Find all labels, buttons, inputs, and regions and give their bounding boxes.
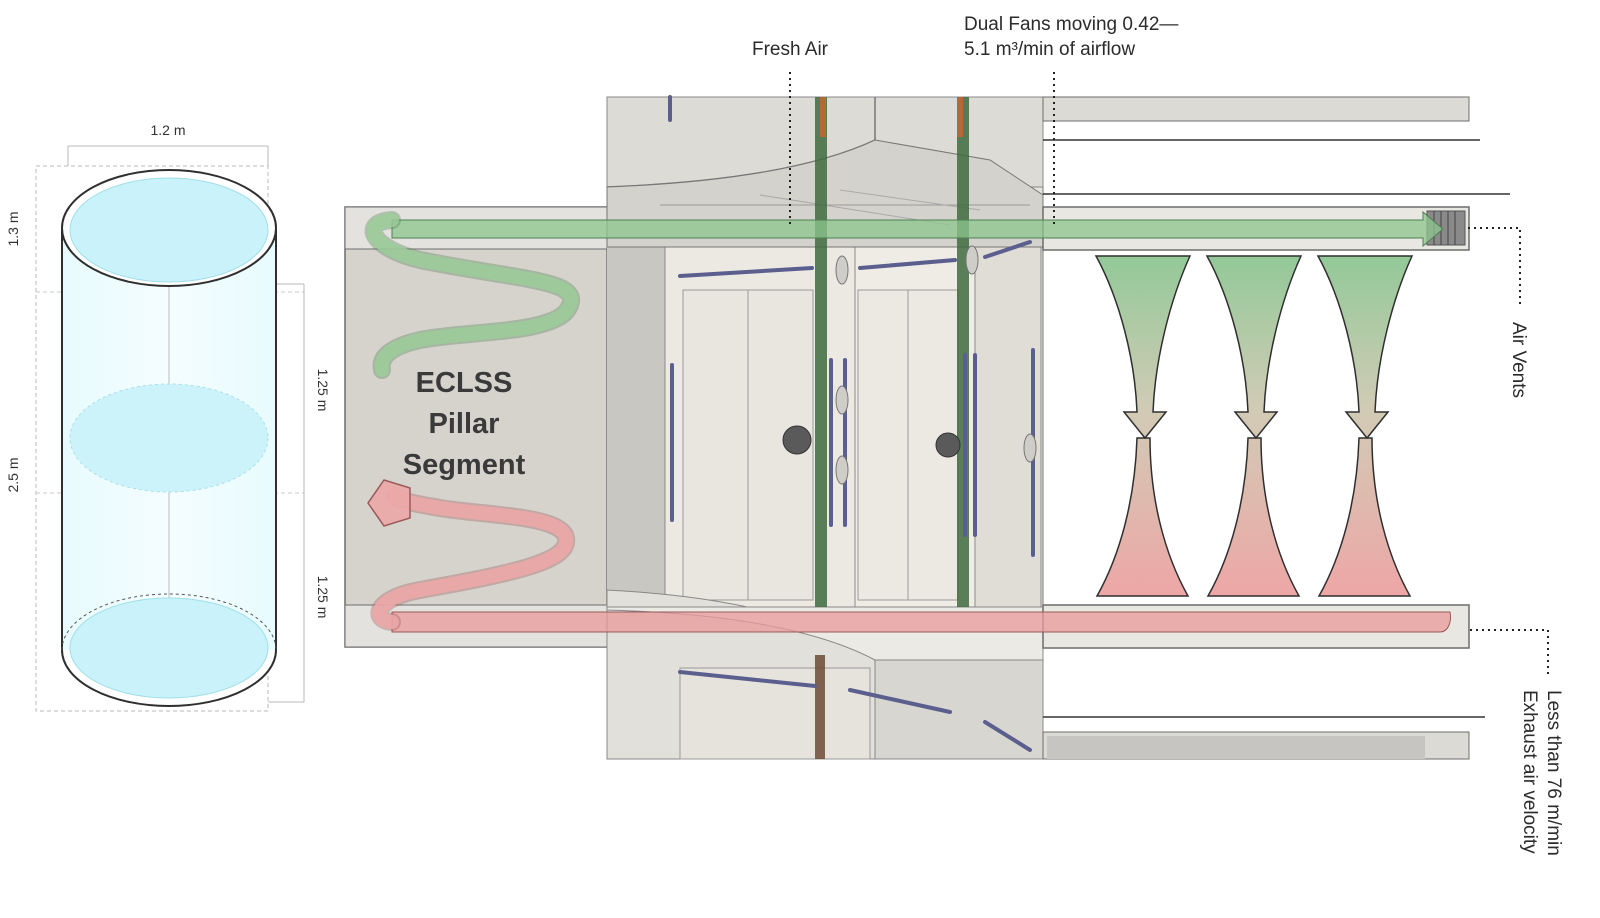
fresh-air-flow [364, 210, 1444, 379]
air-funnel-3 [1316, 255, 1414, 597]
cylinder-width-label: 1.2 m [150, 122, 185, 138]
exhaust-label-line1: Less than 76 m/min [1543, 690, 1564, 856]
cylinder-dimension-drawing [35, 145, 305, 712]
air-vents-label: Air Vents [1508, 322, 1529, 398]
eclss-title-line3: Segment [403, 449, 526, 481]
vertical-air-funnels [1094, 255, 1414, 597]
eclss-title-line1: ECLSS [416, 367, 513, 399]
dual-fans-label-line1: Dual Fans moving 0.42— [964, 14, 1178, 35]
air-funnel-2 [1205, 255, 1303, 597]
cylinder-total-height-label: 2.5 m [5, 457, 21, 492]
eclss-title-line2: Pillar [429, 408, 500, 440]
exhaust-label-line2: Exhaust air velocity [1519, 690, 1540, 854]
cylinder-upper-half-label: 1.25 m [315, 369, 331, 412]
callout-leader-lines [789, 72, 1549, 675]
exhaust-air-flow [367, 479, 1451, 633]
cylinder-lower-half-label: 1.25 m [315, 576, 331, 619]
fresh-air-label: Fresh Air [752, 39, 829, 60]
habitat-cross-section [344, 95, 1510, 760]
cylinder-top-height-label: 1.3 m [5, 211, 21, 246]
air-funnel-1 [1094, 255, 1192, 597]
dual-fans-label-line2: 5.1 m³/min of airflow [964, 39, 1135, 60]
